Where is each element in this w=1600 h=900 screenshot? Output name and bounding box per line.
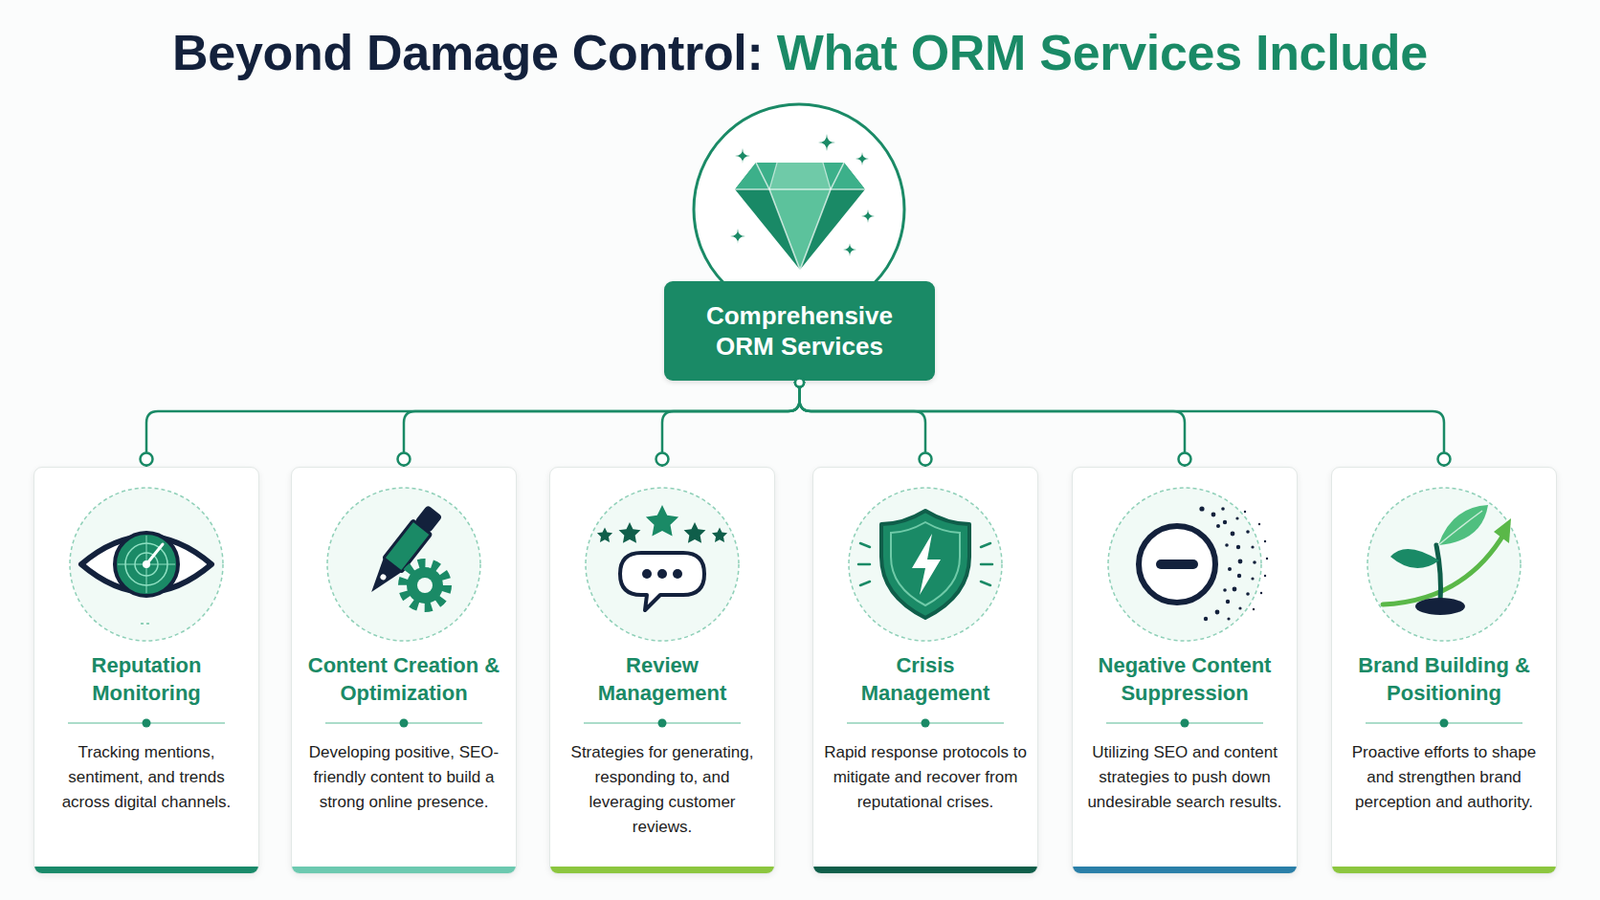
- title-block: Beyond Damage Control: What ORM Services…: [0, 22, 1600, 83]
- connector-end-dot: [1178, 453, 1192, 467]
- tree-connector: [795, 378, 1451, 468]
- connector-line: [800, 380, 1445, 467]
- sparkles-part: [855, 152, 869, 166]
- card-heading: Negative Content Suppression: [1085, 651, 1285, 708]
- card-description: Developing positive, SEO-friendly conten…: [302, 740, 506, 816]
- diagram-title: Beyond Damage Control: What ORM Services…: [172, 22, 1428, 83]
- tree-connector: [795, 378, 1192, 468]
- diamond-icon-part: [734, 189, 800, 270]
- card-heading: Reputation Monitoring: [46, 651, 246, 708]
- service-card: Crisis ManagementRapid response protocol…: [812, 466, 1039, 875]
- tree-connector: [656, 378, 805, 468]
- card-description: Utilizing SEO and content strategies to …: [1083, 740, 1287, 816]
- connector-end-dot: [919, 453, 933, 467]
- card-accent-bar: [1332, 866, 1556, 874]
- card-heading: Crisis Management: [839, 651, 1012, 708]
- service-card: Negative Content SuppressionUtilizing SE…: [1071, 466, 1298, 875]
- connector-line: [662, 380, 800, 467]
- card-description: Proactive efforts to shape and strengthe…: [1342, 740, 1546, 816]
- connector-end-dot: [656, 453, 669, 467]
- connector-end-dot: [140, 453, 154, 467]
- card-accent-bar: [34, 866, 259, 874]
- card-description: Rapid response protocols to mitigate and…: [823, 740, 1027, 816]
- diamond-icon-part: [769, 162, 831, 190]
- card-heading: Brand Building & Positioning: [1344, 651, 1544, 708]
- diamond-icon-part: [769, 189, 831, 270]
- card-accent-bar: [1072, 866, 1297, 874]
- connector-end-dot: [398, 453, 411, 467]
- diamond-icon-part: [769, 162, 778, 190]
- diamond-icon-part: [822, 162, 831, 190]
- service-card: Review ManagementStrategies for generati…: [549, 466, 776, 875]
- card-description: Strategies for generating, responding to…: [560, 740, 764, 841]
- diamond-icon-part: [734, 162, 866, 190]
- sparkles-part: [818, 133, 836, 152]
- sparkles: [730, 133, 875, 257]
- diamond-icon-part: [755, 162, 845, 270]
- card-description: Tracking mentions, sentiment, and trends…: [44, 740, 248, 816]
- diamond-icon-part: [734, 188, 866, 191]
- service-card: Reputation MonitoringTracking mentions, …: [33, 466, 260, 875]
- connector-line: [800, 380, 927, 467]
- card-heading: Review Management: [562, 651, 762, 708]
- icon-circles: [69, 488, 1521, 642]
- service-card: Content Creation & OptimizationDevelopin…: [290, 466, 517, 875]
- diamond-icon-part: [734, 162, 866, 270]
- card-accent-bar: [291, 866, 516, 874]
- tree-connector: [140, 378, 805, 468]
- card-heading: Content Creation & Optimization: [304, 651, 504, 708]
- card-accent-bar: [550, 866, 775, 874]
- service-card: Brand Building & PositioningProactive ef…: [1331, 466, 1557, 875]
- connector-end-dot: [1438, 453, 1451, 467]
- hub-box: Comprehensive ORM Services: [664, 281, 935, 381]
- connector-line: [800, 380, 1186, 467]
- sparkles-part: [843, 243, 857, 257]
- sparkles-part: [861, 209, 875, 223]
- card-accent-bar: [813, 866, 1038, 874]
- hub-label: Comprehensive ORM Services: [692, 300, 907, 362]
- connector-line: [403, 380, 800, 467]
- tree-connector: [398, 378, 805, 468]
- tree-connector: [795, 378, 933, 468]
- sparkles-part: [730, 228, 746, 245]
- connector-line: [146, 380, 800, 467]
- diamond-icon: [734, 162, 866, 270]
- sparkles-part: [734, 148, 751, 164]
- card-dividers: [67, 719, 1523, 729]
